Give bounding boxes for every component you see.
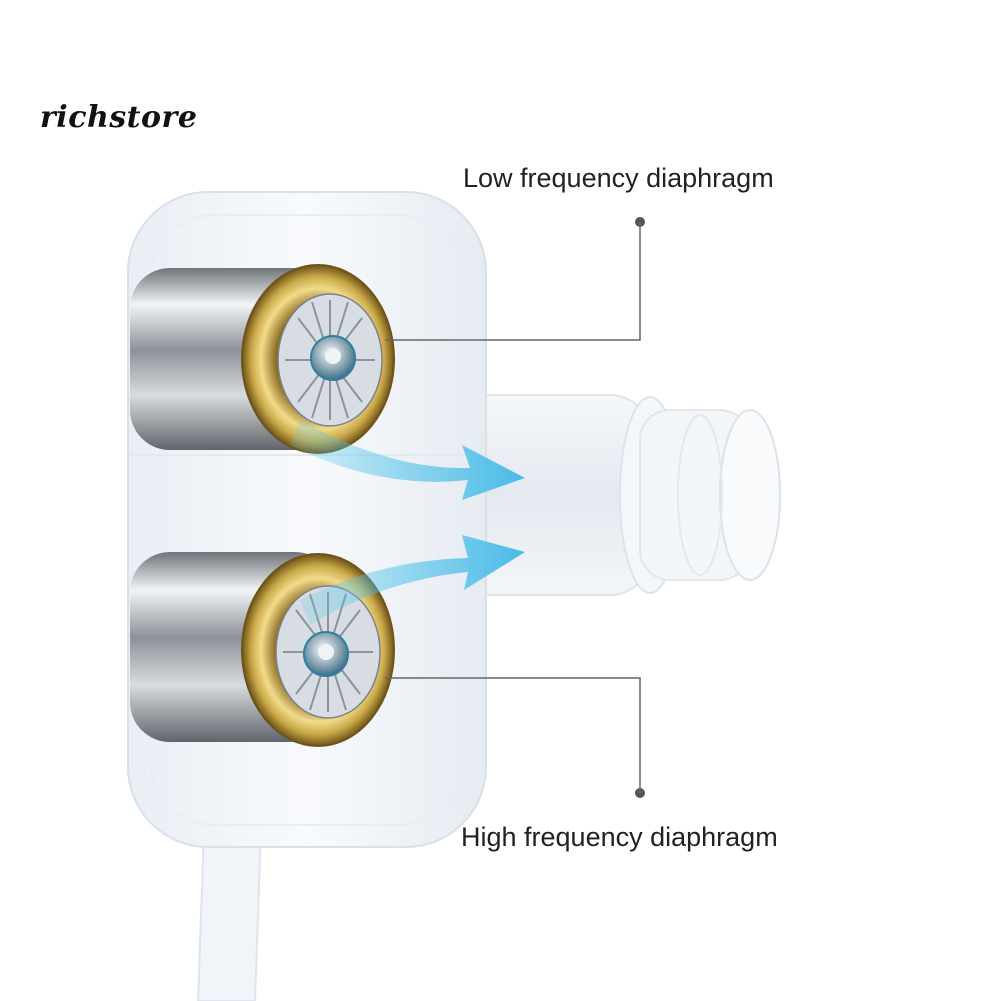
high-frequency-label: High frequency diaphragm xyxy=(461,822,778,852)
brand-watermark: richstore xyxy=(40,100,198,135)
sound-nozzle xyxy=(449,394,781,596)
high-frequency-driver xyxy=(130,552,395,747)
leader-line-high xyxy=(385,677,645,798)
low-frequency-driver xyxy=(130,264,395,454)
low-frequency-label: Low frequency diaphragm xyxy=(463,163,774,193)
sound-flow-arrow-upper xyxy=(290,420,525,500)
sound-flow-arrow-lower xyxy=(300,535,525,625)
leader-line-low xyxy=(385,217,645,341)
